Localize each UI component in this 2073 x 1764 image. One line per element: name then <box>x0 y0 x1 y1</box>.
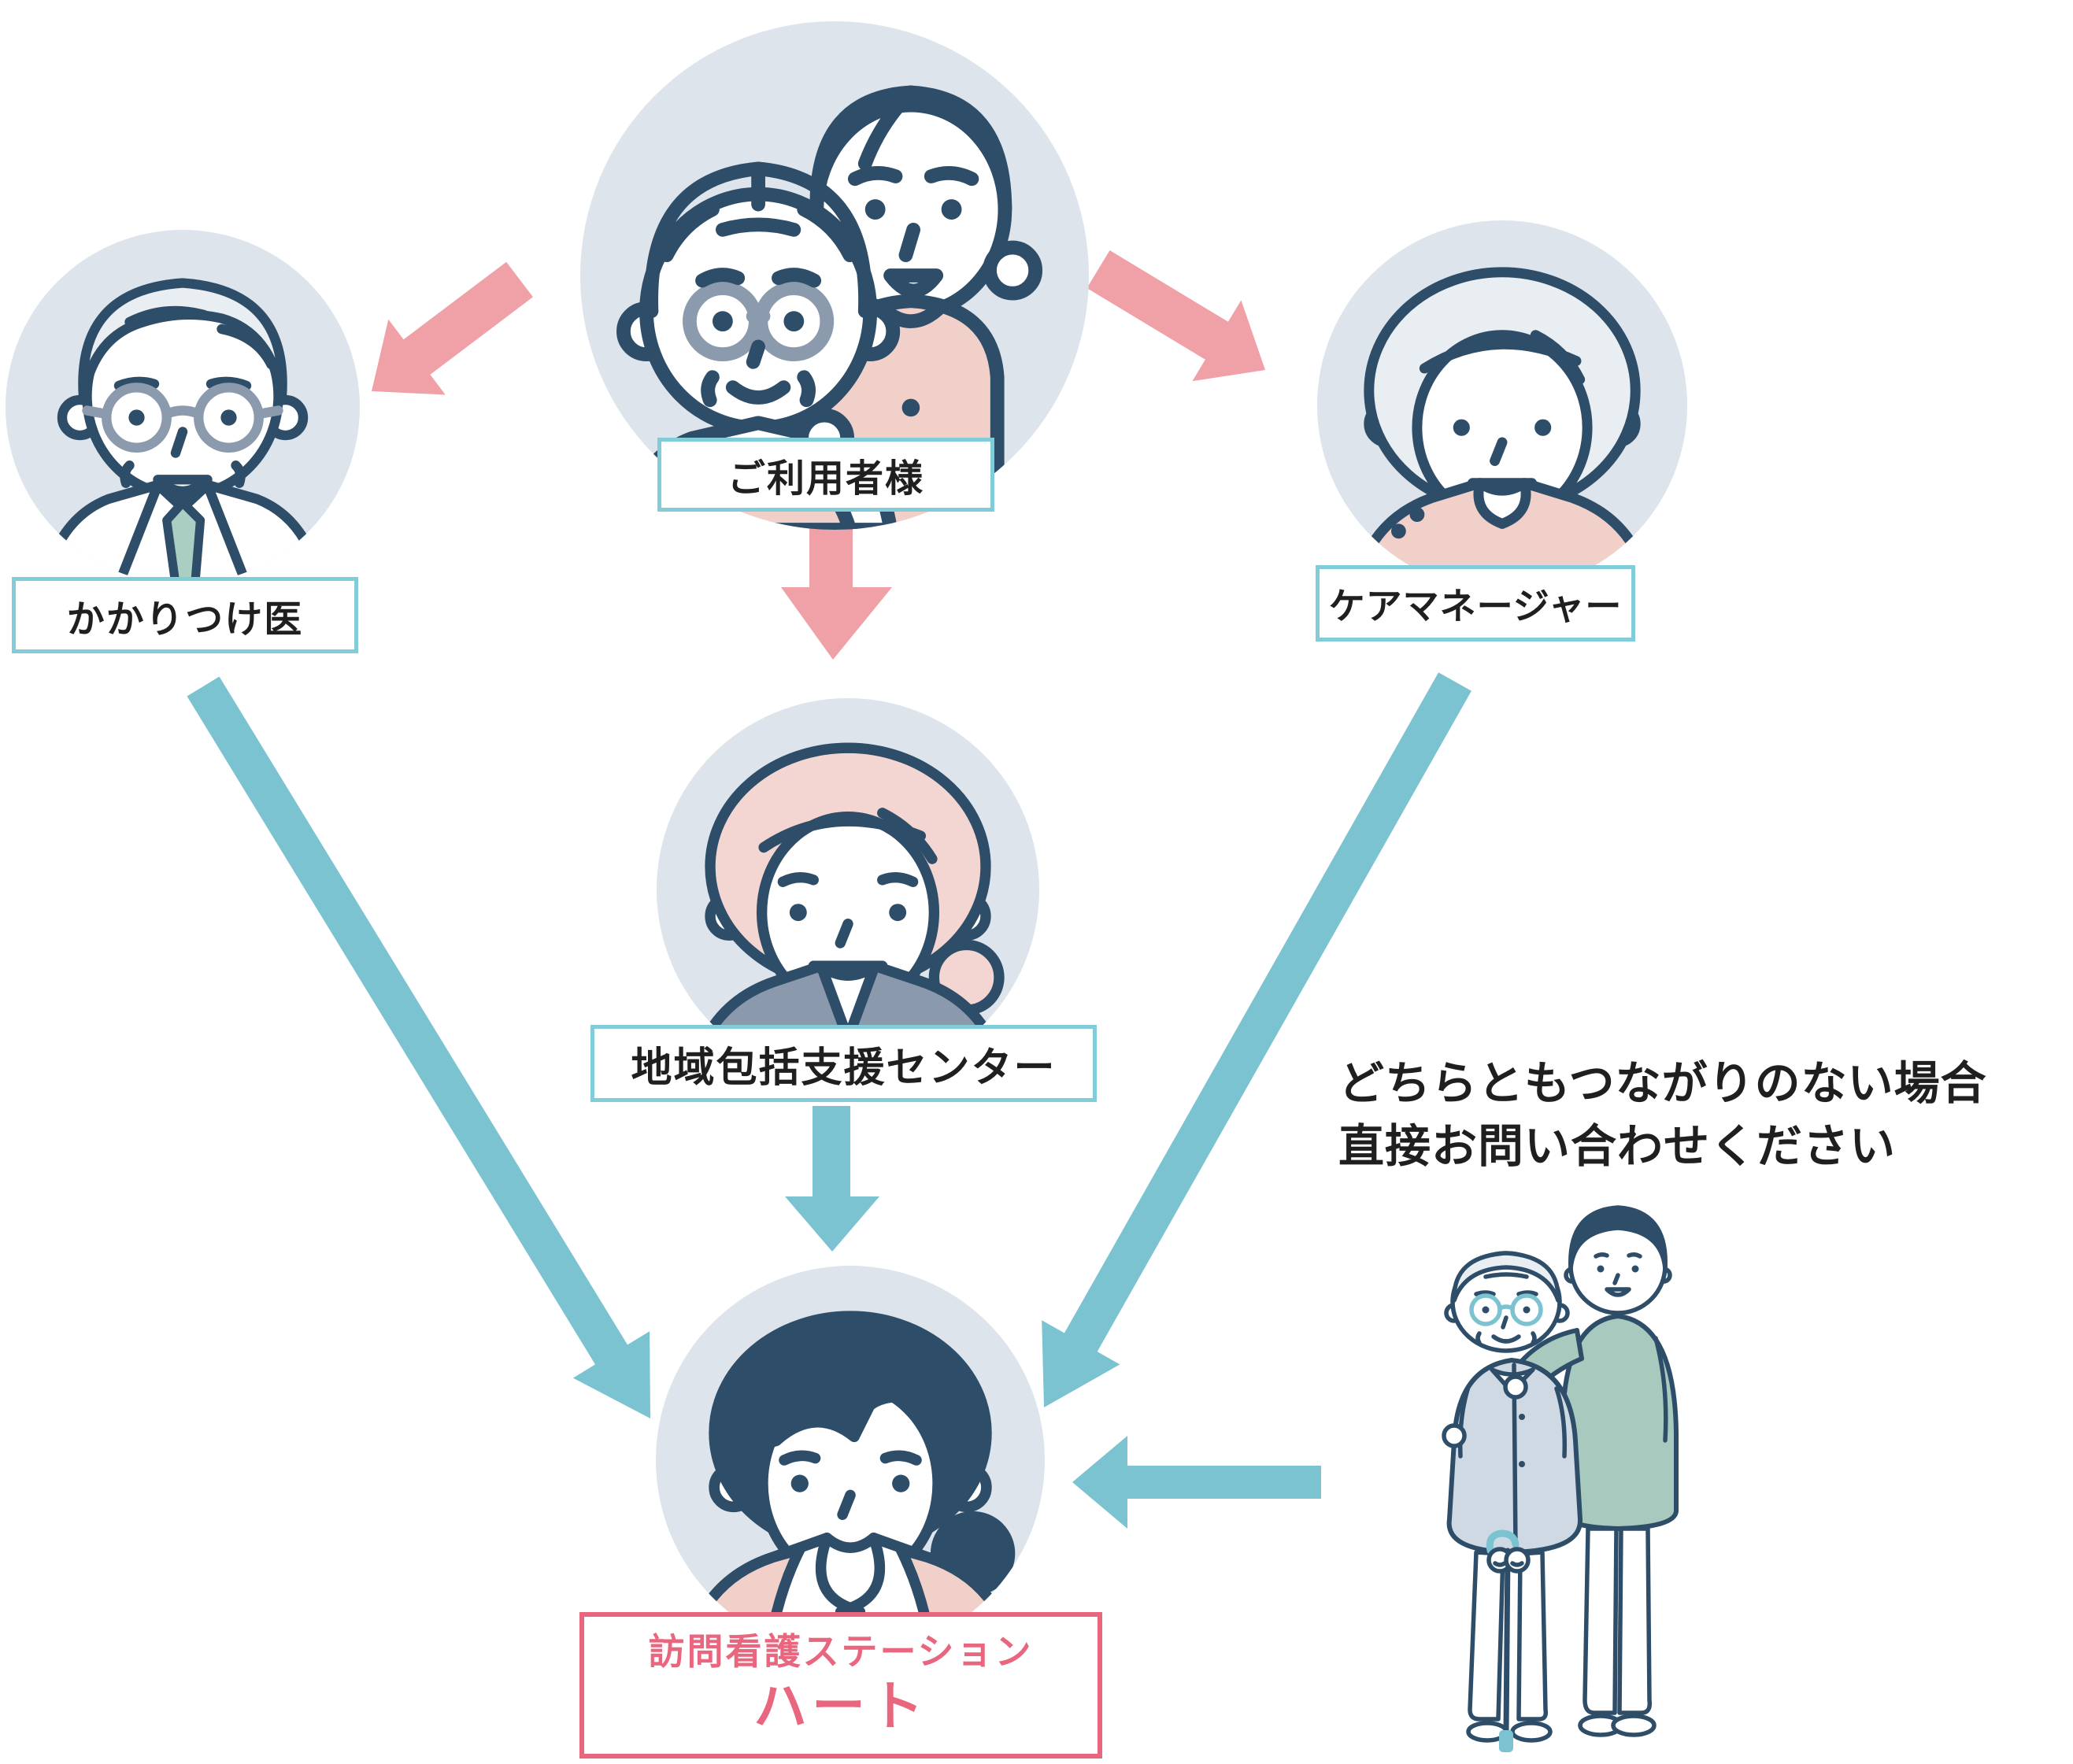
arrow-doctor-to-station-icon <box>187 676 650 1418</box>
care-manager-illustration-icon <box>1349 267 1656 590</box>
arrow-user-to-care-manager-icon <box>1086 250 1265 382</box>
support-center-avatar <box>657 698 1039 1081</box>
doctor-avatar <box>6 230 360 584</box>
station-nurse-illustration-icon <box>681 1311 1020 1655</box>
note-line2: 直接お問い合わせください <box>1338 1119 1897 1174</box>
station-label-line1: 訪問看護ステーション <box>648 1629 1034 1673</box>
care-manager-label-text: ケアマネージャー <box>1328 584 1623 627</box>
arrow-care-manager-to-station-icon <box>1042 672 1471 1407</box>
station-nurse-avatar <box>656 1266 1045 1655</box>
doctor-illustration-icon <box>39 278 326 584</box>
note-line1: どちらともつながりのない場合 <box>1338 1056 1987 1110</box>
arrow-support-center-to-station-icon <box>785 1106 879 1252</box>
arrow-couple-to-station-icon <box>1072 1436 1321 1529</box>
arrow-user-to-doctor-icon <box>372 261 533 395</box>
doctor-label: かかりつけ医 <box>12 577 358 653</box>
care-manager-label: ケアマネージャー <box>1316 565 1635 642</box>
station-label: 訪問看護ステーション ハート <box>579 1612 1102 1758</box>
support-center-label-text: 地域包括支援センター <box>631 1044 1057 1092</box>
support-center-label: 地域包括支援センター <box>590 1025 1097 1102</box>
arrow-user-to-support-center-icon <box>781 521 892 660</box>
user-avatar <box>580 21 1089 530</box>
support-center-illustration-icon <box>686 742 1010 1081</box>
user-label-text: ご利用者様 <box>727 457 924 501</box>
station-label-line2: ハート <box>753 1676 928 1739</box>
doctor-label-text: かかりつけ医 <box>66 597 304 642</box>
direct-contact-note: どちらともつながりのない場合 直接お問い合わせください <box>1338 1052 1987 1178</box>
elderly-couple-illustration-icon <box>1442 1205 1679 1752</box>
care-manager-avatar <box>1317 220 1687 590</box>
user-label: ご利用者様 <box>657 438 994 512</box>
